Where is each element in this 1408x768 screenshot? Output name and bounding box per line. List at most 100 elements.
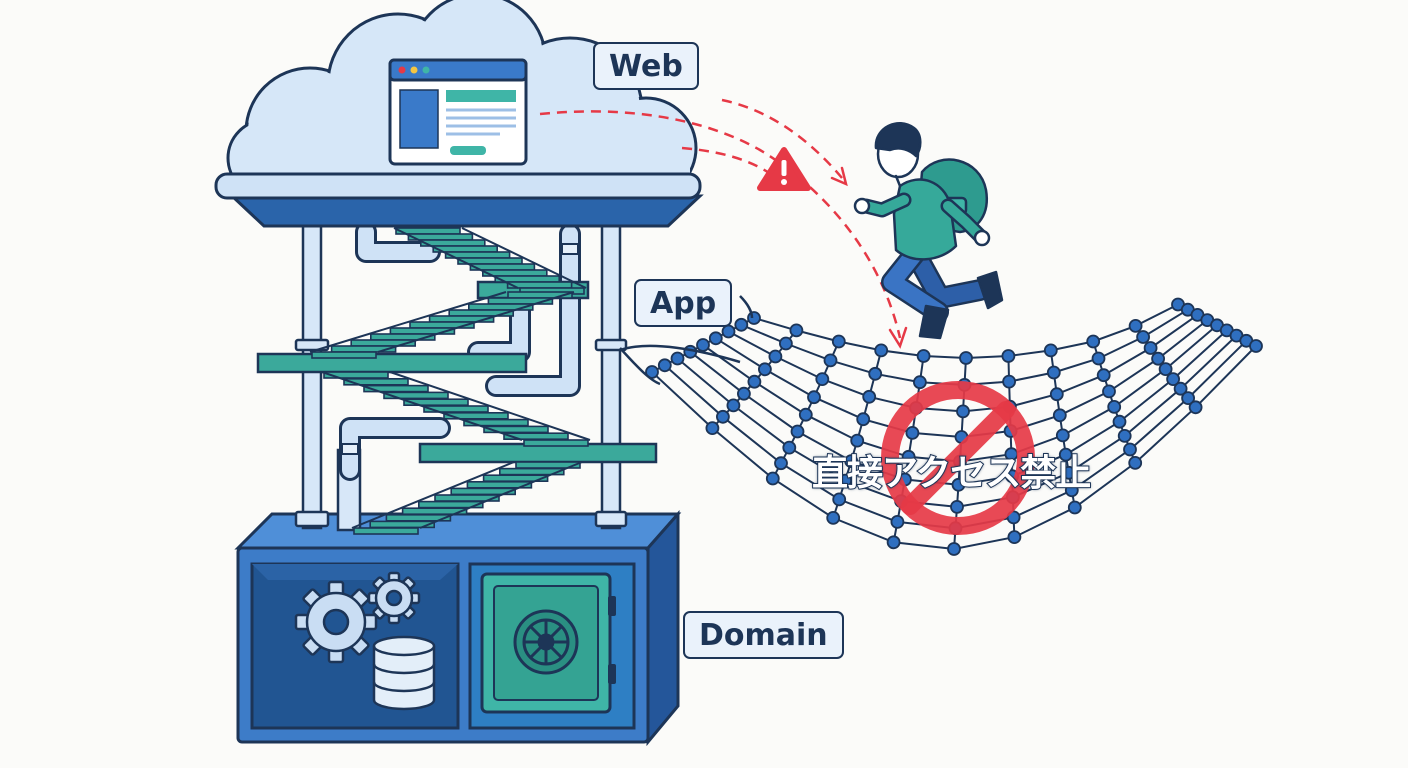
net-node xyxy=(831,334,846,349)
net-node xyxy=(886,535,901,550)
net-node xyxy=(959,351,973,365)
net-node xyxy=(1117,428,1132,443)
net-node xyxy=(868,366,883,381)
net-node xyxy=(1043,343,1058,358)
net-node xyxy=(1123,442,1137,457)
net-node xyxy=(913,375,927,390)
stair-step xyxy=(343,377,409,386)
staircase xyxy=(309,227,591,535)
net-node xyxy=(1086,334,1101,349)
net-node xyxy=(951,477,966,492)
gear-icon xyxy=(294,571,421,664)
net-node xyxy=(1046,365,1061,380)
net-node xyxy=(779,336,793,351)
net-node xyxy=(774,456,788,471)
arrowheads xyxy=(830,166,908,349)
net-node xyxy=(1096,368,1111,383)
net-node xyxy=(1061,465,1076,480)
net-node xyxy=(856,412,871,427)
net-node xyxy=(790,424,805,439)
net-node xyxy=(758,362,772,377)
pipes xyxy=(339,221,581,481)
net-node xyxy=(734,317,749,332)
net-node xyxy=(747,374,762,389)
stair-step xyxy=(483,425,549,434)
net-node xyxy=(956,404,970,419)
net-node xyxy=(1102,384,1116,399)
net-node xyxy=(826,511,841,525)
net-node xyxy=(1006,510,1021,525)
net-node xyxy=(1049,387,1064,402)
net-node xyxy=(798,407,813,422)
net-node xyxy=(708,331,723,346)
web-layer-label: Web xyxy=(593,42,699,90)
net-node xyxy=(1002,374,1016,389)
net-node xyxy=(1128,318,1143,333)
no-direct-access-text: 直接アクセス禁止 xyxy=(811,452,1092,495)
stair-rail xyxy=(419,461,583,529)
net-node xyxy=(1136,330,1150,344)
net-node xyxy=(905,425,920,440)
net-node xyxy=(670,351,685,366)
warning-triangle-icon xyxy=(757,147,811,191)
net-node xyxy=(916,349,931,363)
stair-rail xyxy=(321,371,523,441)
net-node xyxy=(901,449,916,464)
net-node xyxy=(789,323,804,338)
net-node xyxy=(747,311,761,325)
net-node xyxy=(1151,351,1165,366)
net-node xyxy=(838,473,853,488)
net-node xyxy=(862,389,877,404)
stair-step xyxy=(311,351,377,359)
net-node xyxy=(716,409,730,424)
stair-rail xyxy=(351,461,515,529)
stair-step xyxy=(353,527,419,535)
domain-layer-label: Domain xyxy=(683,611,844,659)
net-node xyxy=(726,398,741,413)
stair-step xyxy=(523,439,589,447)
app-layer-label: App xyxy=(634,279,733,327)
database-icon xyxy=(372,635,436,711)
web-platform xyxy=(214,172,704,228)
vault-icon xyxy=(480,572,616,714)
stair-step xyxy=(383,391,449,400)
stair-step xyxy=(443,411,509,420)
net-node xyxy=(765,471,780,486)
net-node xyxy=(1052,408,1067,423)
net-node xyxy=(1001,349,1016,363)
net-node xyxy=(782,440,797,455)
net-node xyxy=(874,343,889,358)
net-node xyxy=(768,349,783,364)
net-node xyxy=(705,421,720,436)
net-node xyxy=(1091,351,1106,366)
stair-rail xyxy=(461,227,587,289)
person-figure xyxy=(853,122,1004,340)
net-node xyxy=(815,372,830,387)
net-node xyxy=(1007,530,1022,544)
net-node xyxy=(850,433,865,448)
stair-rail xyxy=(309,291,507,353)
net-node xyxy=(823,353,838,368)
net-node xyxy=(696,338,710,352)
net-node xyxy=(1064,483,1079,498)
net-node xyxy=(832,492,847,507)
net-node xyxy=(1158,362,1173,377)
net-node xyxy=(1173,381,1188,396)
net-node xyxy=(807,390,821,405)
net-node xyxy=(1188,400,1203,415)
browser-window-icon xyxy=(388,58,528,166)
net-node xyxy=(657,358,672,373)
safety-net xyxy=(645,297,1263,556)
net-node xyxy=(1181,391,1195,406)
net-node xyxy=(721,324,736,339)
net-node xyxy=(1107,399,1122,414)
net-node xyxy=(1055,428,1070,443)
prohibited-icon xyxy=(881,381,1035,535)
net-node xyxy=(1249,339,1263,353)
stair-rail xyxy=(389,371,591,441)
net-ropes xyxy=(619,295,754,386)
net-node xyxy=(844,454,859,469)
net-node xyxy=(1067,500,1082,515)
